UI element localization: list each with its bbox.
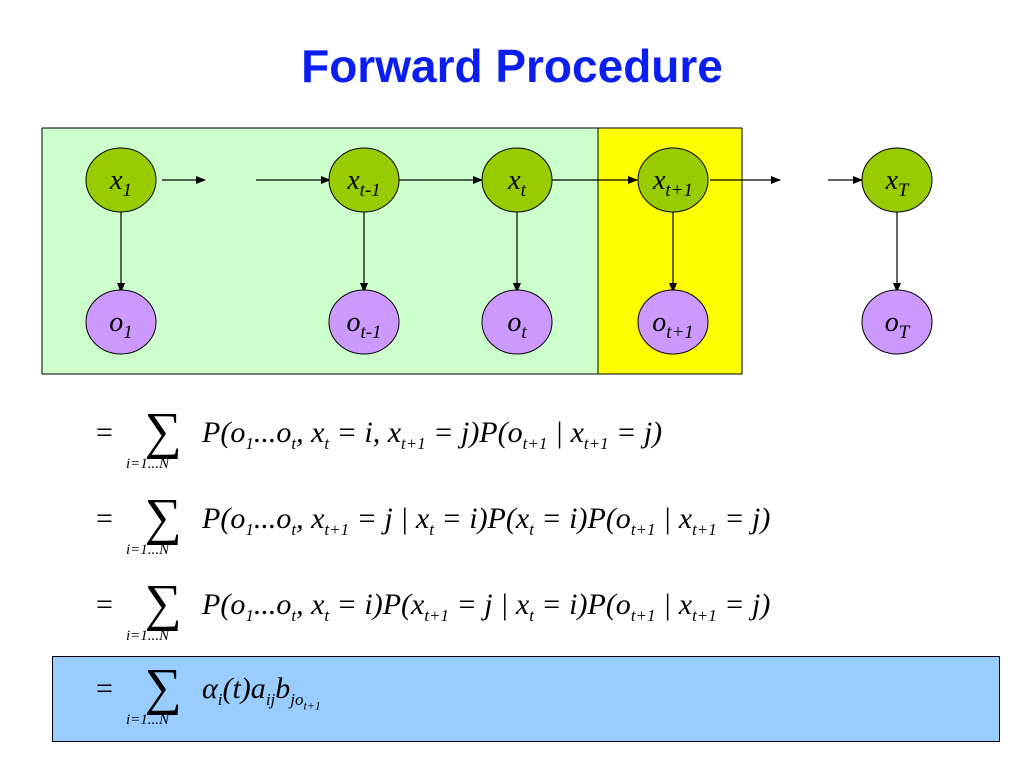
equation-subscript: t — [324, 434, 330, 453]
observed-node-circle — [481, 289, 553, 355]
summation-sign: ∑ — [144, 659, 182, 716]
hidden-node-1: x1 — [85, 147, 157, 213]
hidden-node-label: xt-1 — [346, 165, 381, 201]
equation-text: = j | x — [449, 588, 530, 621]
hidden-node-t-1: xt-1 — [328, 147, 400, 213]
equation-body: P(o1...ot, xt+1 = j | xt = i)P(xt = i)P(… — [202, 502, 770, 540]
equation-subscript: t — [529, 606, 534, 625]
equation-text: = j) — [716, 588, 771, 621]
observed-node-circle — [85, 289, 157, 355]
equation-text: = i)P(x — [329, 588, 425, 621]
hidden-node-label: x1 — [109, 165, 132, 201]
equals-sign: = — [96, 416, 113, 449]
equation-text: | x — [655, 502, 693, 535]
hidden-node-circle — [861, 147, 933, 213]
equation-subscript: t — [324, 606, 330, 625]
observed-node-1: o1 — [85, 289, 157, 355]
equation-body: P(o1...ot, xt = i)P(xt+1 = j | xt = i)P(… — [202, 588, 770, 626]
hidden-node-label: xt+1 — [652, 165, 693, 201]
equation-text: , x — [296, 502, 325, 535]
equation-text: ...o — [253, 416, 292, 449]
equation-text: α — [202, 672, 218, 705]
summation-sign: ∑ — [144, 489, 182, 546]
observed-node-t+1: ot+1 — [637, 289, 709, 355]
observed-node-label: ot — [507, 307, 527, 343]
summation-range: i=1...N — [126, 456, 170, 472]
hidden-node-circle — [328, 147, 400, 213]
hidden-node-t: xt — [481, 147, 553, 213]
equation-text: ...o — [253, 588, 292, 621]
equation-subscript: t+1 — [424, 606, 450, 625]
equation-subscript: t — [291, 520, 297, 539]
equation-text: ...o — [253, 502, 292, 535]
equation-text: | x — [655, 588, 693, 621]
equation-text: = j) — [608, 416, 663, 449]
equation-subscript: i — [217, 690, 223, 709]
equation-subscript: t — [529, 520, 534, 539]
hidden-node-t+1: xt+1 — [637, 147, 709, 213]
observed-node-label: ot-1 — [346, 307, 381, 343]
equation-subscript: t+1 — [630, 520, 656, 539]
equation-subscript: t+1 — [630, 606, 656, 625]
equation-subscript: 1 — [245, 520, 254, 539]
equation-text: = i, x — [329, 416, 402, 449]
equation-text: P(o — [202, 416, 246, 449]
observed-node-circle — [637, 289, 709, 355]
equation-text: b — [275, 672, 291, 705]
summation-range: i=1...N — [126, 628, 170, 644]
equation-text: = i)P(x — [433, 502, 530, 535]
equation-subscript: t+1 — [692, 606, 717, 625]
equation-subscript: 1 — [245, 606, 254, 625]
equation-subscript: t+1 — [583, 434, 609, 453]
equation-subsubscript: t+1 — [303, 698, 321, 713]
equals-sign: = — [96, 588, 113, 621]
hidden-node-circle — [637, 147, 709, 213]
observed-node-label: o1 — [109, 307, 133, 343]
equals-sign: = — [96, 672, 113, 705]
equation-subscript: t — [429, 520, 434, 539]
equation-subscript: t+1 — [522, 434, 548, 453]
hidden-node-label: xT — [884, 165, 909, 201]
observed-node-label: oT — [885, 307, 911, 343]
equation-subscript: t — [291, 434, 297, 453]
equation-subscript: jot+1 — [290, 690, 321, 713]
equation-subscript: t+1 — [401, 434, 426, 453]
equation-subscript: t+1 — [324, 520, 350, 539]
summation-sign: ∑ — [144, 403, 182, 460]
equation-text: = j) — [716, 502, 771, 535]
hidden-node-circle — [481, 147, 553, 213]
equation-text: (t)a — [222, 672, 266, 705]
equation-text: = j | x — [349, 502, 430, 535]
observed-node-t-1: ot-1 — [328, 289, 400, 355]
equation-body: P(o1...ot, xt = i, xt+1 = j)P(ot+1 | xt+… — [202, 416, 662, 454]
observed-node-circle — [328, 289, 400, 355]
equation-text: = i)P(o — [533, 588, 631, 621]
equation-text: = i)P(o — [533, 502, 631, 535]
equation-subscript: t+1 — [692, 520, 717, 539]
equation-body: αi(t)aijbjot+1 — [202, 672, 321, 713]
slide-title: Forward Procedure — [301, 40, 723, 92]
summation-sign: ∑ — [144, 575, 182, 632]
equals-sign: = — [96, 502, 113, 535]
observed-node-T: oT — [861, 289, 933, 355]
equation-text: P(o — [202, 502, 246, 535]
observed-node-circle — [861, 289, 933, 355]
hidden-node-label: xt — [507, 165, 526, 201]
hidden-node-circle — [85, 147, 157, 213]
equation-text: P(o — [202, 588, 246, 621]
equation-text: , x — [296, 416, 325, 449]
equation-subscript: ij — [265, 690, 276, 709]
equation-text: , x — [296, 588, 325, 621]
equation-highlight-box — [52, 656, 1000, 742]
equation-subscript: 1 — [245, 434, 254, 453]
equation-text: = j)P(o — [425, 416, 523, 449]
hmm-diagram: x1 xt-1 xt xt+1 xT o1 ot-1 ot ot+1 oT — [41, 127, 933, 375]
summation-range: i=1...N — [126, 712, 170, 728]
hidden-node-T: xT — [861, 147, 933, 213]
equation-subscript: t — [291, 606, 297, 625]
equation-text: | x — [547, 416, 584, 449]
observed-node-t: ot — [481, 289, 553, 355]
observed-node-label: ot+1 — [652, 307, 694, 343]
summation-range: i=1...N — [126, 542, 170, 558]
